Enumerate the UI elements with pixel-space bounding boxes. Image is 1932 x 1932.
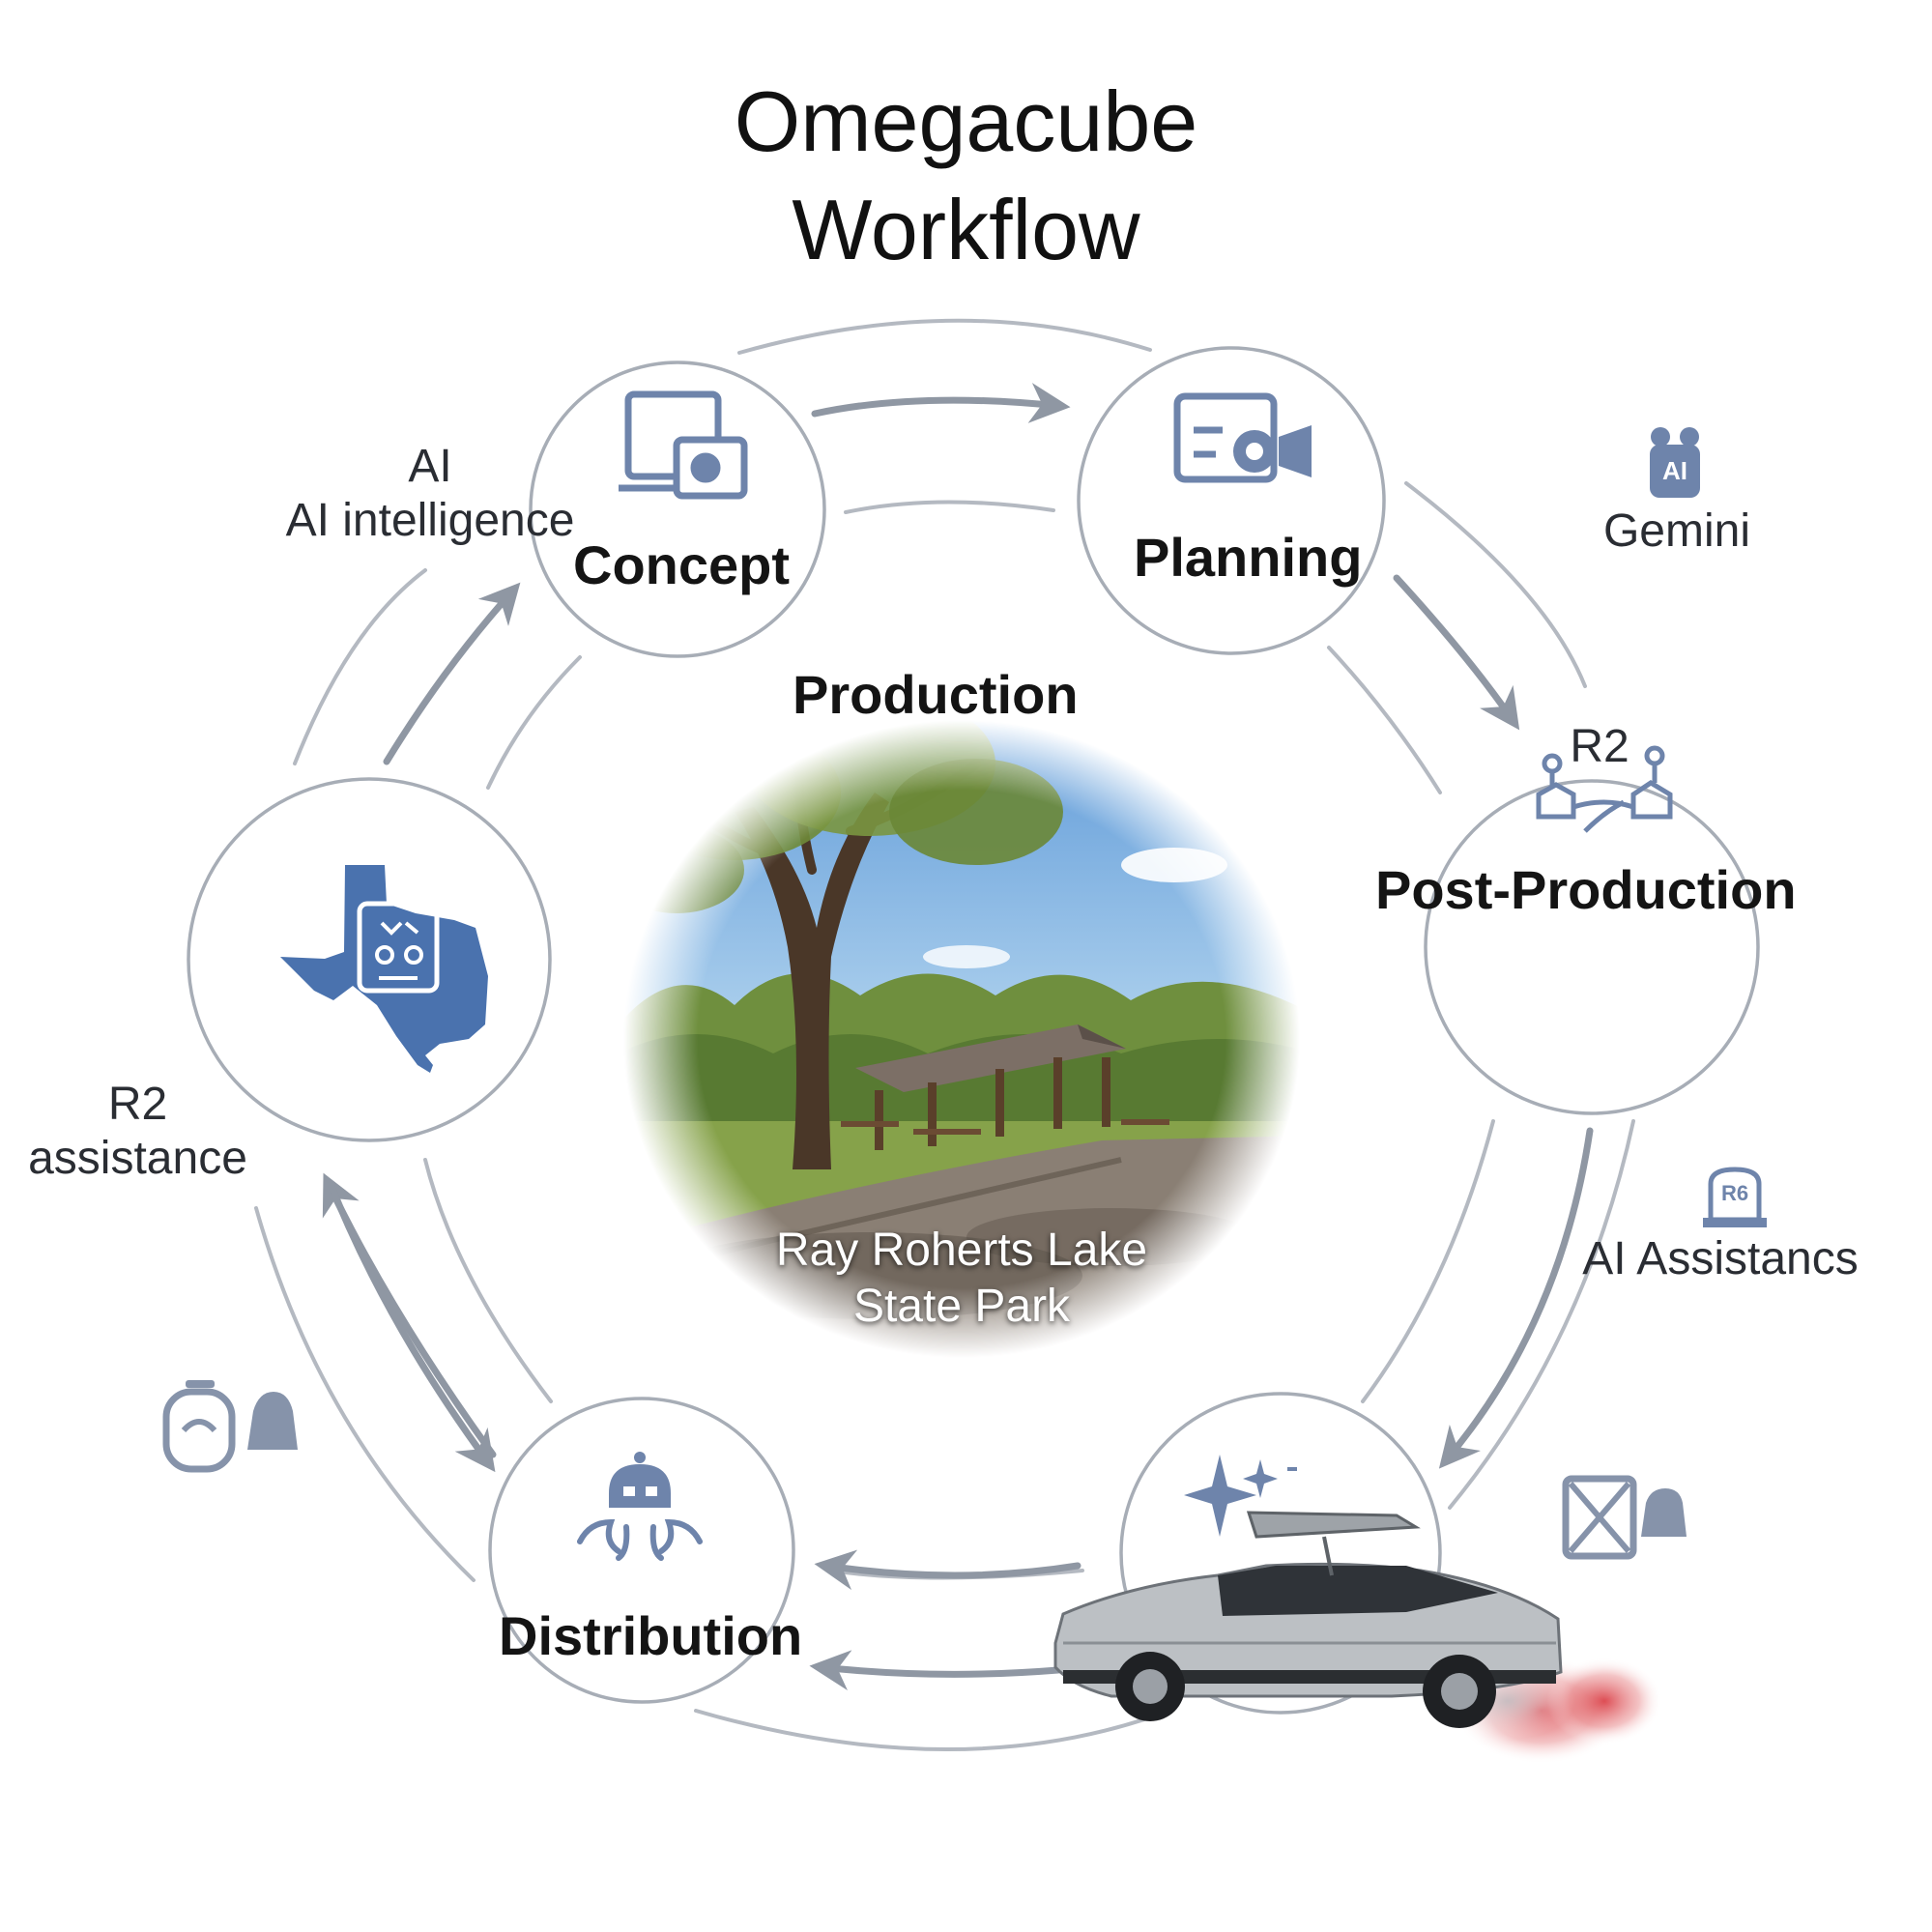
title-line-2: Workflow [792, 182, 1140, 277]
stage-label-post-production: Post-Production [1375, 859, 1797, 920]
park-photo [609, 691, 1314, 1372]
r2-assistance-label: R2 assistance [10, 1078, 266, 1186]
screen-icon-shape [1562, 1475, 1687, 1560]
ai-assistance-label: AI Assistancs [1582, 1233, 1859, 1284]
planning-icon-shape [1173, 392, 1312, 483]
r6-badge-icon: R6 [1720, 1181, 1749, 1205]
r2-assistance-line2: assistance [28, 1133, 247, 1184]
ai-label-line2: AI intelligence [285, 495, 575, 546]
r2-top-label: R2 [1570, 721, 1629, 772]
title-line-1: Omegacube [734, 73, 1198, 169]
gemini-ai-chip-icon: AI [1662, 456, 1687, 485]
outer-arcs [254, 318, 1635, 1751]
ai-intelligence-label: AI AI intelligence [251, 440, 609, 548]
stage-label-concept: Concept [573, 534, 790, 595]
diagram-title: Omegacube Workflow [0, 68, 1932, 284]
flow-arrows [322, 383, 1594, 1691]
concept-icon-shape [619, 390, 748, 500]
photo-caption-line1: Ray Roherts Lake [775, 1225, 1148, 1276]
sparkles [1184, 1455, 1297, 1537]
r2-assistance-line1: R2 [107, 1079, 168, 1130]
texas-map-shape [280, 865, 488, 1073]
r6-badge-shape [1703, 1167, 1767, 1227]
photo-caption: Ray Roherts Lake State Park [672, 1223, 1252, 1335]
gemini-label: Gemini [1602, 505, 1751, 557]
photo-caption-line2: State Park [852, 1281, 1071, 1332]
gemini-robot-shape [1650, 427, 1700, 498]
car-illustration [1053, 1511, 1662, 1764]
stage-circles [187, 346, 1760, 1715]
stage-label-planning: Planning [1134, 527, 1363, 588]
stage-label-distribution: Distribution [499, 1605, 803, 1666]
left-device-icons [162, 1380, 298, 1473]
ai-label-line1: AI [408, 441, 452, 492]
distribution-icon-shape [577, 1452, 703, 1561]
r2-network-shape [1536, 745, 1673, 833]
stage-label-production: Production [793, 664, 1079, 725]
